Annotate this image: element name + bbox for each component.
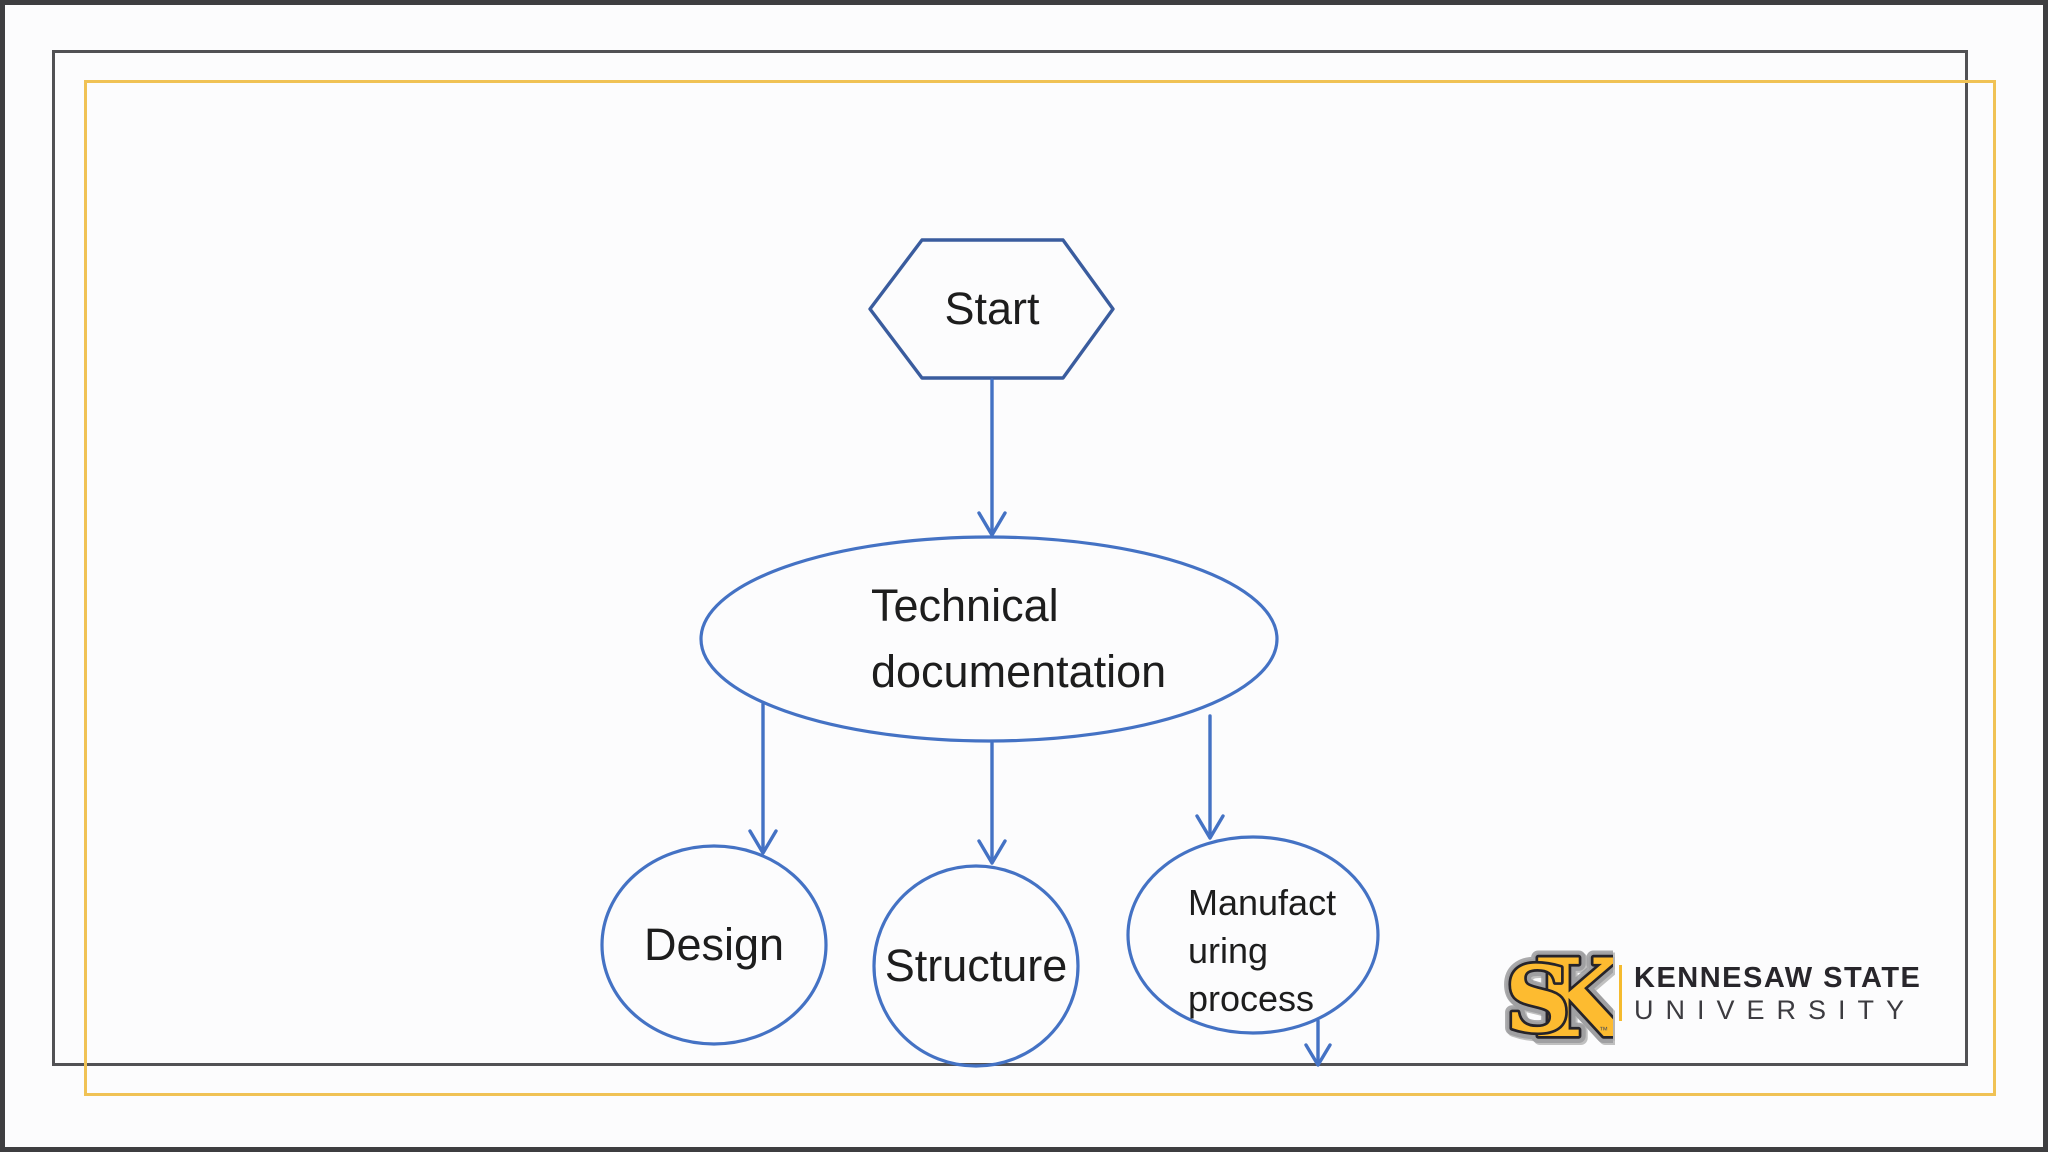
ksu-monogram-icon: K S K S: [1503, 939, 1613, 1047]
inner-gray-frame: [52, 50, 1968, 1066]
manufacturing-label-line1: Manufact: [1188, 882, 1337, 923]
logo-divider: [1619, 965, 1622, 1021]
kennesaw-state-logo: K S K S ™ KENNESAW STATE UNIVERSITY: [1503, 939, 1921, 1047]
inner-gold-frame: [84, 80, 1996, 1096]
start-hexagon-shape: [868, 238, 1115, 380]
arrow-technical-to-design: [748, 702, 778, 855]
svg-text:K: K: [1533, 939, 1613, 1047]
design-circle-shape: [600, 844, 828, 1046]
monogram-letter-k: K: [1533, 939, 1613, 1047]
start-label-text: Start: [944, 283, 1040, 334]
manufacturing-label-line3: process: [1188, 978, 1315, 1019]
structure-circle-shape: [872, 864, 1080, 1068]
technical-documentation-node-label: Technical documentation: [871, 573, 1166, 705]
arrow-technical-to-manufacturing: [1195, 714, 1225, 840]
arrow-manufacturing-exit: [1304, 1019, 1332, 1067]
flowchart-diagram: [600, 238, 1380, 1068]
technical-label-line1: Technical: [871, 580, 1059, 631]
design-label-text: Design: [643, 919, 785, 970]
arrow-technical-to-structure: [977, 741, 1007, 865]
logo-university-word: UNIVERSITY: [1634, 994, 1917, 1025]
manufacturing-circle-shape: [1126, 835, 1380, 1035]
manufacturing-node-label: Manufact uring process: [1188, 879, 1336, 1023]
structure-label-text: Structure: [884, 940, 1068, 991]
structure-node-label: Structure: [826, 938, 1126, 994]
design-node-label: Design: [564, 917, 864, 973]
start-node-label: Start: [842, 281, 1142, 337]
monogram-letter-s: S: [1505, 947, 1571, 1047]
logo-wordmark: KENNESAW STATE UNIVERSITY: [1634, 963, 1921, 1024]
technical-label-line2: documentation: [871, 646, 1167, 697]
manufacturing-label-line2: uring: [1188, 930, 1269, 971]
technical-documentation-ellipse-shape: [699, 535, 1279, 743]
logo-university-name: KENNESAW STATE: [1634, 961, 1922, 994]
arrow-start-to-technical: [977, 378, 1007, 537]
svg-text:S: S: [1505, 947, 1571, 1047]
trademark-symbol: ™: [1599, 1025, 1608, 1035]
